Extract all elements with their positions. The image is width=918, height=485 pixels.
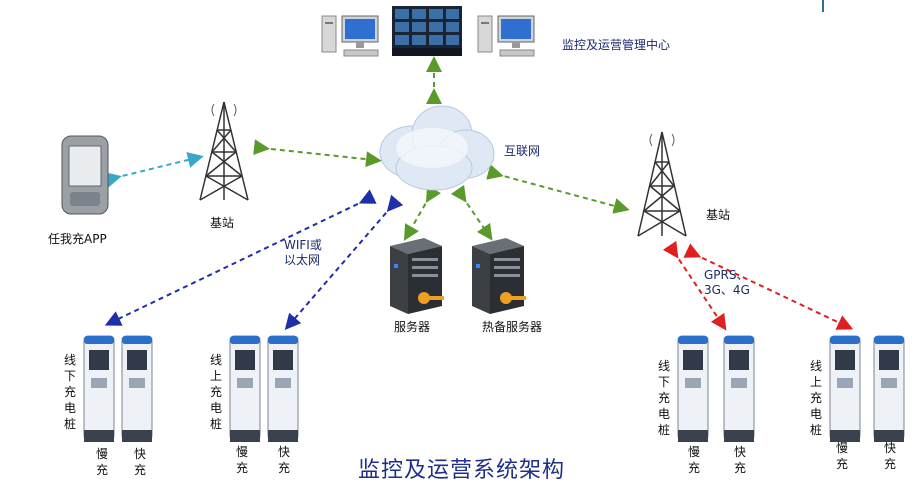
link-app-tower: [104, 152, 204, 188]
link-tower-right-online-piles: [683, 243, 854, 330]
video-wall-icon: [392, 6, 462, 56]
charging-pile-icon: [829, 335, 861, 442]
pile-group-label: 线下充电桩: [64, 353, 77, 431]
fast-charge-label: 快充: [883, 441, 896, 471]
app-label: 任我充APP: [48, 232, 107, 246]
fast-charge-label: 快充: [277, 445, 290, 475]
slow-charge-label: 慢充: [835, 441, 848, 471]
base-station-left-label: 基站: [210, 216, 235, 230]
link-cloud-online-piles: [284, 194, 404, 331]
tower-icon: [637, 131, 687, 237]
cloud-icon: [379, 105, 495, 191]
edge-marker: [822, 0, 824, 12]
charging-pile-icon: [83, 335, 115, 442]
fast-charge-label: 快充: [733, 445, 746, 475]
pile-group-label: 线上充电桩: [210, 353, 223, 431]
slow-charge-label: 慢充: [95, 447, 108, 477]
wifi-label: WIFI或 以太网: [284, 238, 322, 267]
internet-label: 互联网: [504, 144, 541, 158]
backup-server-icon: [472, 238, 526, 314]
slow-charge-label: 慢充: [687, 445, 700, 475]
charging-pile-icon: [121, 335, 153, 442]
computer-icon: [321, 15, 379, 57]
base-station-right-label: 基站: [706, 208, 731, 222]
slow-charge-label: 慢充: [235, 445, 248, 475]
monitor-center-label: 监控及运营管理中心: [562, 38, 671, 52]
charging-pile-icon: [677, 335, 709, 442]
phone-icon: [61, 135, 109, 215]
charging-pile-icon: [267, 335, 299, 442]
server-label: 服务器: [394, 320, 431, 334]
link-tower-left-cloud: [253, 139, 382, 168]
pile-group-label: 线上充电桩: [810, 359, 823, 437]
charging-pile-icon: [229, 335, 261, 442]
link-cloud-offline-piles: [104, 189, 377, 326]
charging-pile-icon: [873, 335, 905, 442]
link-cloud-tower-right: [486, 164, 630, 214]
link-cloud-server: [403, 185, 441, 241]
backup-server-label: 热备服务器: [482, 320, 543, 334]
fast-charge-label: 快充: [133, 447, 146, 477]
tower-icon: [199, 101, 249, 201]
pile-group-label: 线下充电桩: [658, 359, 671, 437]
computer-icon: [477, 15, 535, 57]
server-icon: [390, 238, 444, 314]
charging-pile-icon: [723, 335, 755, 442]
gprs-label: GPRS、 3G、4G: [704, 268, 750, 297]
link-cloud-backup: [450, 184, 493, 241]
diagram-title: 监控及运营系统架构: [358, 458, 566, 483]
